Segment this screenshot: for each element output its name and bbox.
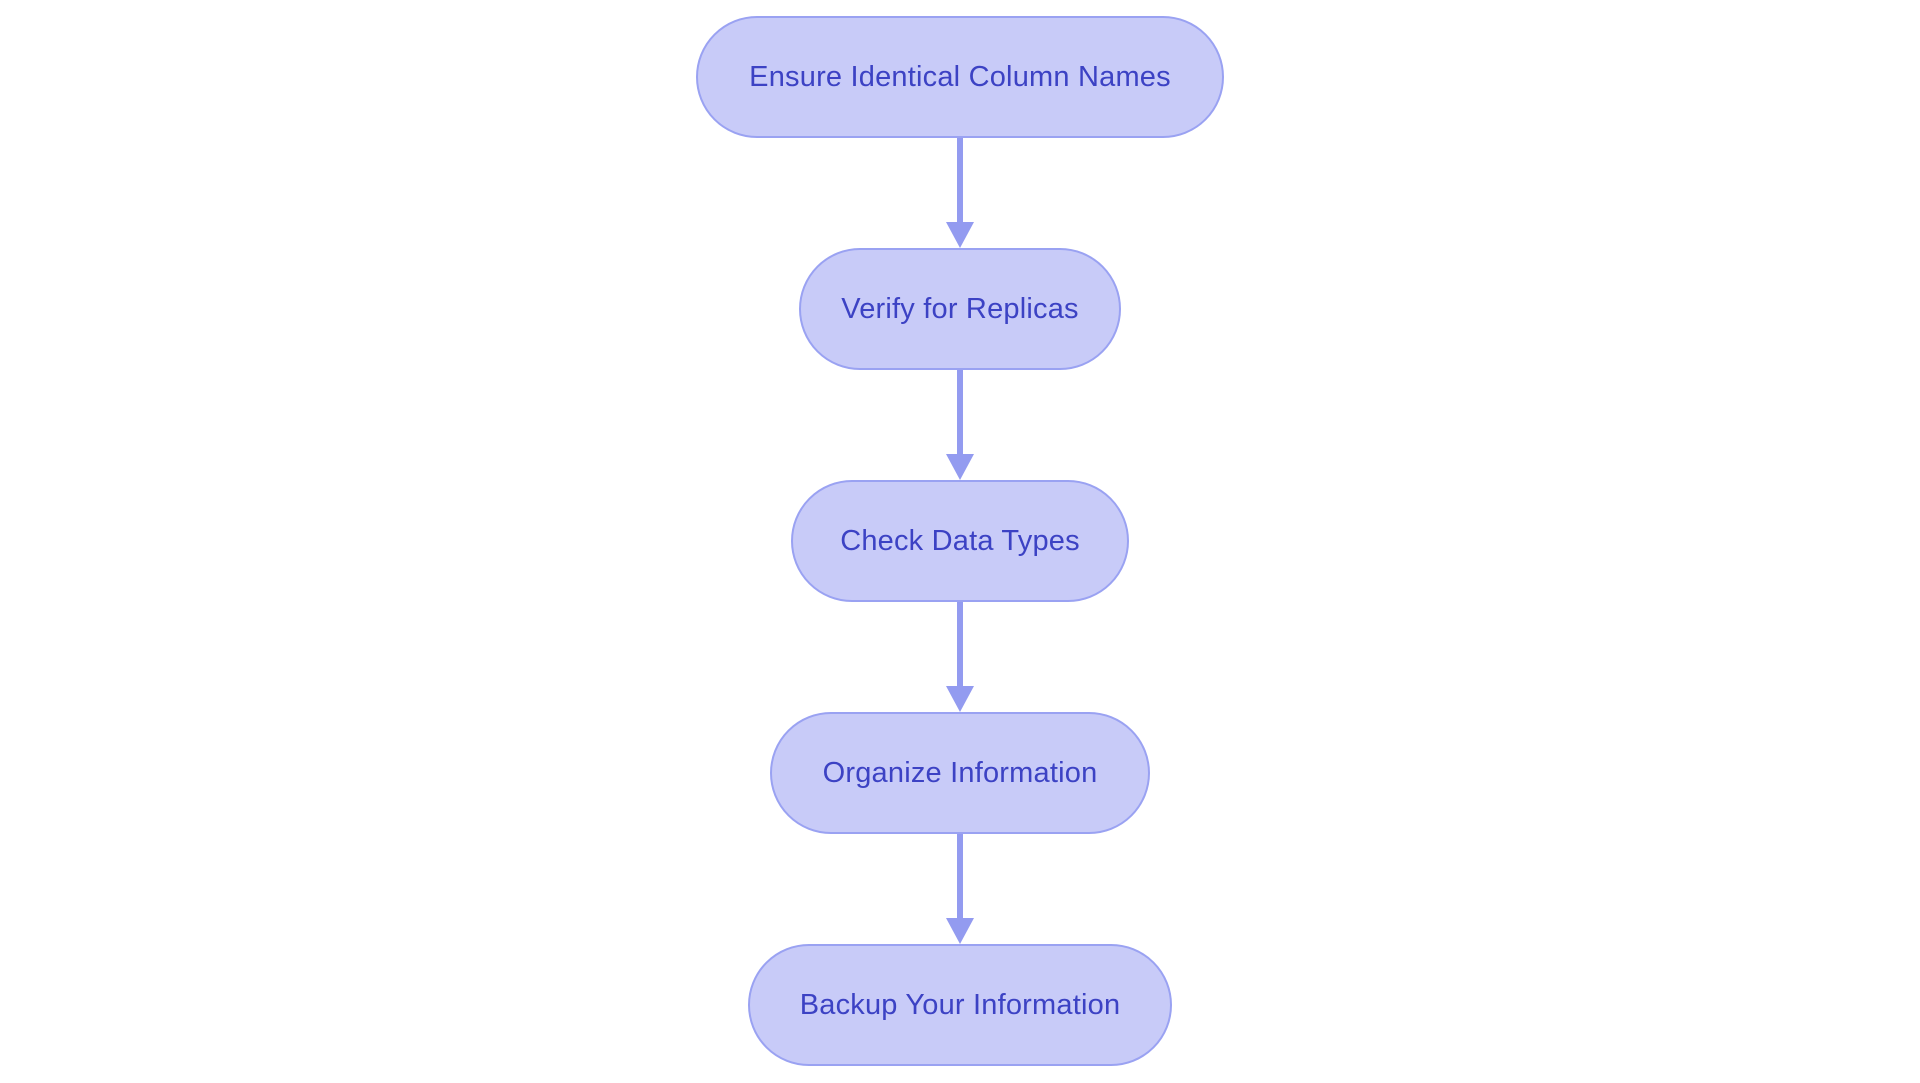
arrow-head-icon [946, 686, 974, 712]
node-label-check-data-types: Check Data Types [840, 524, 1080, 557]
flow-node-verify-for-replicas: Verify for Replicas [799, 248, 1121, 370]
connector-arrow-1 [945, 138, 975, 248]
arrow-line [957, 834, 963, 919]
node-label-ensure-identical-column-names: Ensure Identical Column Names [749, 60, 1171, 93]
flowchart: Ensure Identical Column Names Verify for… [696, 16, 1224, 1066]
node-label-organize-information: Organize Information [822, 756, 1098, 789]
connector-arrow-4 [945, 834, 975, 944]
node-label-backup-your-information: Backup Your Information [799, 988, 1121, 1021]
arrow-line [957, 602, 963, 687]
arrow-head-icon [946, 454, 974, 480]
flow-node-check-data-types: Check Data Types [791, 480, 1129, 602]
arrow-line [957, 370, 963, 455]
arrow-head-icon [946, 918, 974, 944]
node-label-verify-for-replicas: Verify for Replicas [841, 292, 1079, 325]
arrow-line [957, 138, 963, 223]
arrow-head-icon [946, 222, 974, 248]
flow-node-backup-your-information: Backup Your Information [748, 944, 1172, 1066]
flow-node-ensure-identical-column-names: Ensure Identical Column Names [696, 16, 1224, 138]
connector-arrow-2 [945, 370, 975, 480]
flow-node-organize-information: Organize Information [770, 712, 1150, 834]
connector-arrow-3 [945, 602, 975, 712]
